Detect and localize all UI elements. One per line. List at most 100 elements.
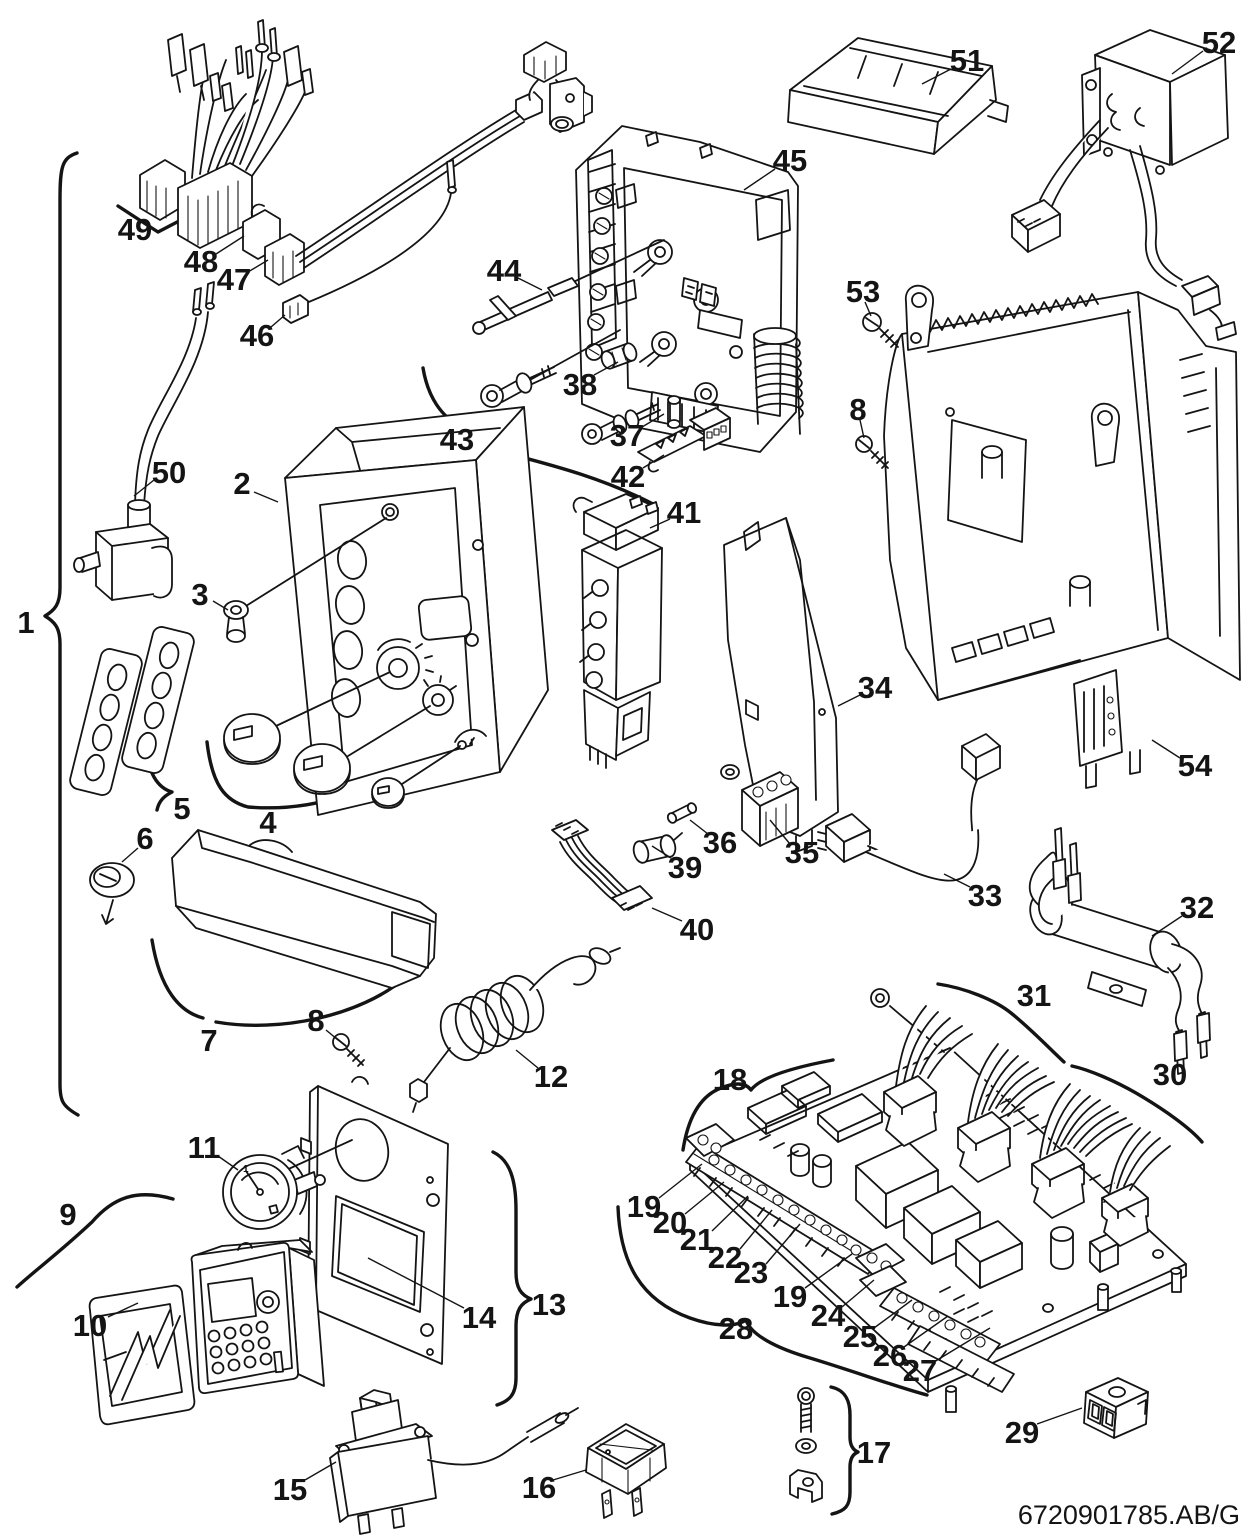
igniter-50 [73, 281, 215, 601]
callout-22: 22 [708, 1240, 742, 1275]
screw-8-left [332, 1033, 365, 1067]
callout-33: 33 [968, 878, 1002, 913]
connector-29 [1083, 1377, 1149, 1439]
callout-41: 41 [667, 495, 701, 530]
leader-line-37 [641, 413, 665, 428]
top-cover-51 [787, 37, 1009, 155]
callout-35: 35 [785, 835, 819, 870]
callout-45: 45 [773, 143, 807, 178]
brace-callout-9 [15, 1193, 175, 1289]
callout-9: 9 [59, 1197, 76, 1232]
leader-line-33 [943, 873, 971, 888]
leader-line-6 [121, 847, 139, 863]
leader-line-10 [107, 1302, 139, 1318]
callout-20: 20 [653, 1205, 687, 1240]
callout-14: 14 [462, 1300, 497, 1335]
leader-line-2 [253, 491, 279, 503]
sensor-lead-46 [282, 159, 457, 324]
callout-1: 1 [17, 605, 34, 640]
programmer-module [190, 1239, 325, 1395]
callout-6: 6 [136, 821, 153, 856]
callout-3: 3 [191, 577, 208, 612]
brace-callout-1 [43, 151, 80, 1117]
leader-line-27 [933, 1327, 991, 1363]
leader-line-39 [651, 845, 672, 859]
leader-line-11 [217, 1155, 239, 1171]
housing-chassis-54 [883, 284, 1241, 789]
callout-21: 21 [680, 1222, 714, 1257]
ribbon-cable-40 [551, 819, 653, 911]
callout-19: 19 [773, 1279, 807, 1314]
cover-panel-34 [723, 517, 839, 853]
callout-38: 38 [563, 367, 597, 402]
leader-line-47 [247, 259, 269, 273]
brace-callout-18 [681, 1058, 835, 1152]
junction-box-52 [1011, 29, 1237, 341]
gas-valve-15 [329, 1389, 579, 1535]
callout-47: 47 [217, 262, 251, 297]
callout-16: 16 [522, 1470, 556, 1505]
fastener-set-17 [789, 1387, 823, 1503]
suppressor-32 [1028, 827, 1211, 1075]
gasket-strips-5 [69, 626, 195, 796]
callout-8: 8 [307, 1003, 324, 1038]
leader-line-8 [859, 419, 865, 439]
callout-51: 51 [950, 43, 984, 78]
callout-26: 26 [873, 1338, 907, 1373]
leader-line-8 [325, 1029, 339, 1041]
callout-12: 12 [534, 1059, 568, 1094]
callout-53: 53 [846, 274, 880, 309]
grommet-3 [223, 600, 249, 643]
terminal-block-35 [720, 764, 799, 847]
leader-line-40 [651, 907, 683, 922]
screw-8-right [855, 435, 889, 469]
callout-44: 44 [487, 253, 522, 288]
leader-line-51 [921, 68, 952, 85]
leader-line-48 [215, 235, 245, 255]
callout-34: 34 [858, 670, 893, 705]
callout-15: 15 [273, 1472, 307, 1507]
callout-7: 7 [200, 1023, 217, 1058]
callout-24: 24 [811, 1298, 846, 1333]
callout-25: 25 [843, 1319, 877, 1354]
leader-line-12 [515, 1049, 539, 1069]
leader-line-25 [873, 1299, 913, 1329]
tray-7 [171, 829, 437, 989]
leader-line-41 [649, 518, 671, 529]
brace-callout-17 [829, 1385, 860, 1516]
leader-line-29 [1036, 1407, 1083, 1425]
leader-line-23 [765, 1223, 801, 1265]
brace-callout-7 [150, 938, 407, 1027]
cable-33 [817, 733, 1001, 882]
callout-48: 48 [184, 244, 218, 279]
callout-31: 31 [1017, 978, 1051, 1013]
callout-43: 43 [440, 422, 474, 457]
leader-line-44 [517, 277, 543, 291]
leader-line-53 [864, 301, 872, 317]
leader-line-19 [658, 1163, 703, 1199]
callout-32: 32 [1180, 890, 1214, 925]
screw-53 [862, 312, 899, 348]
leader-line-21 [711, 1195, 749, 1232]
control-panel-housing-2 [245, 406, 549, 816]
callout-36: 36 [703, 825, 737, 860]
leader-line-24 [841, 1279, 875, 1308]
brace-callout-13 [491, 1150, 533, 1407]
callout-13: 13 [532, 1287, 566, 1322]
callout-40: 40 [680, 912, 714, 947]
relay-module-41 [572, 493, 663, 769]
leader-line-19 [804, 1253, 853, 1289]
callout-10: 10 [73, 1308, 107, 1343]
leader-line-42 [642, 454, 665, 469]
leader-line-26 [903, 1315, 949, 1348]
display-panel-14 [281, 1076, 449, 1365]
pressure-gauge-11: 1 [222, 1145, 326, 1230]
callout-17: 17 [857, 1435, 891, 1470]
capillary-coil-12 [409, 947, 621, 1113]
leader-line-54 [1151, 739, 1181, 759]
leader-line-3 [212, 600, 229, 611]
callout-8: 8 [849, 392, 866, 427]
leader-line-16 [552, 1469, 587, 1481]
